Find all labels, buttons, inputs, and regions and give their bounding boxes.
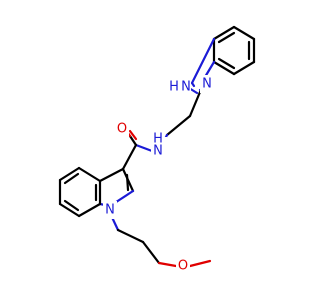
bond [188,90,202,118]
bond [188,259,212,268]
bond [116,228,145,244]
bond [157,261,178,268]
bond [58,166,81,182]
bond [134,143,154,153]
bond [190,81,196,88]
bond [128,129,138,141]
bond [212,25,236,41]
bond [121,143,138,171]
atom-label-ether-o: O [178,259,188,274]
bond [203,60,216,79]
structure-drawing: N H N O N H N O [58,25,256,275]
atom-sublabel-amide-h: H [153,132,163,147]
atom-label-benzimidazole-n: N [202,77,212,92]
bond [63,199,80,212]
bond [58,202,81,218]
bond [128,134,138,147]
bond [232,25,256,41]
atom-label-amide-o: O [117,122,127,137]
bond [190,37,216,85]
bond [232,60,256,76]
bond [63,172,80,185]
atom-label-amide-n: N [153,144,163,159]
atom-label-benzimidazole-nh: N [181,80,191,95]
atom-label-indole-n: N [105,203,115,218]
bond [212,60,236,76]
bond [217,57,236,70]
molecule-canvas: N H N O N H N O [58,25,256,275]
bond [77,202,102,218]
bond [141,240,161,265]
bond [98,167,125,183]
atom-label-layer: N H N O N H N O [103,75,214,275]
bond [165,114,192,137]
bond [77,166,102,183]
bond [125,173,130,192]
atom-sublabel-benzimidazole-h: H [169,80,179,95]
bond [217,31,236,44]
